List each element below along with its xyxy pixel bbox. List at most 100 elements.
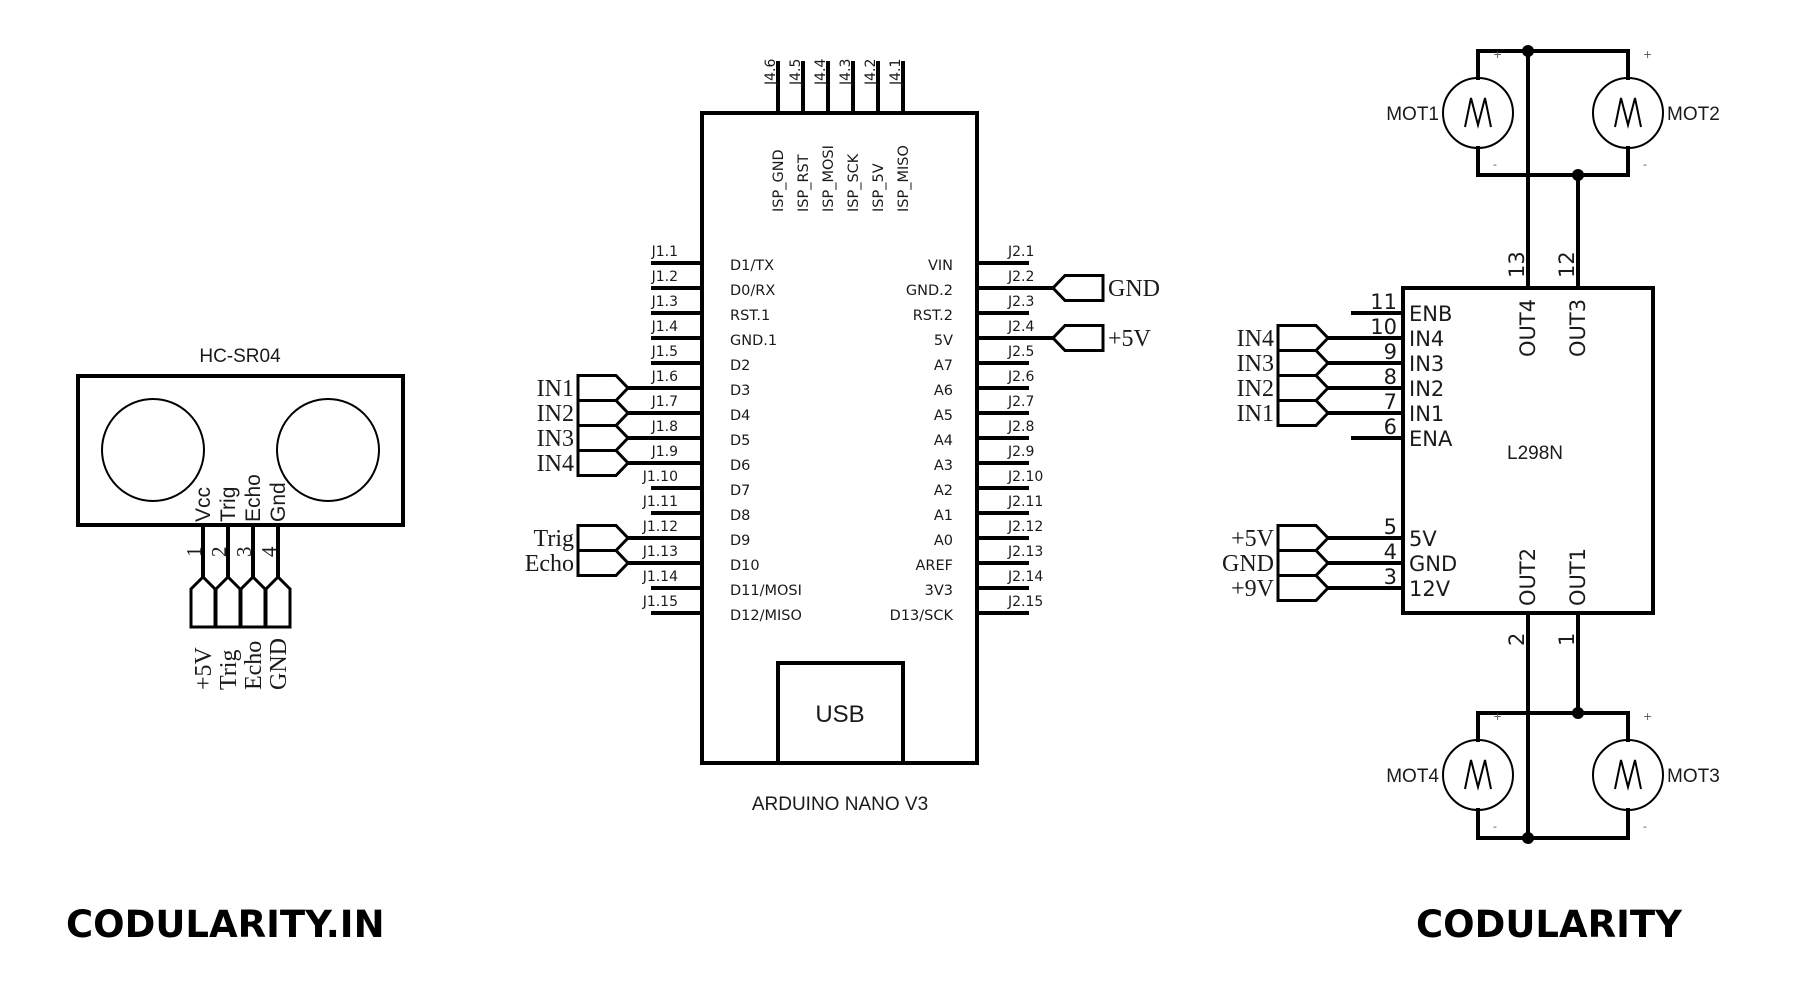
net-label-5v: +5V (191, 646, 217, 690)
motor-body (1592, 77, 1664, 149)
pin-name: IN2 (1409, 377, 1444, 401)
pin-name: IN1 (1409, 402, 1444, 426)
pin-name: 5V (1409, 527, 1437, 551)
hcsr04-pin-name-vcc: Vcc (192, 487, 215, 522)
pin-name: A2 (934, 483, 953, 499)
net-port-echo (239, 574, 267, 629)
motor-minus-mark: - (1493, 820, 1497, 833)
pin-name: OUT1 (1566, 548, 1590, 606)
pin-ref: J1.10 (642, 469, 678, 485)
net-label-in4-arduino: IN4 (537, 451, 574, 477)
pin-ref: J1.11 (642, 494, 678, 510)
hcsr04-pin-name-echo: Echo (242, 474, 265, 522)
pin-ref: J1.6 (651, 369, 678, 385)
pin-ref: J1.1 (651, 244, 678, 260)
pin-number: 5 (1384, 515, 1397, 539)
pin-number: 11 (1370, 290, 1397, 314)
pin-name: GND.1 (730, 333, 777, 349)
motor-minus-mark: - (1493, 158, 1497, 171)
motor-plus-mark: + (1493, 710, 1502, 723)
wire-mot-top-minus (1476, 146, 1630, 177)
net-label-5v-arduino: +5V (1108, 326, 1152, 352)
hcsr04-pin-name-gnd: Gnd (267, 482, 290, 522)
pin-number: 12 (1555, 251, 1579, 278)
motor-ref: MOT4 (1386, 766, 1439, 787)
net-label-in3-arduino: IN3 (537, 426, 574, 452)
hcsr04-title: HC-SR04 (199, 346, 281, 367)
wire-mot-bottom-minus (1476, 808, 1630, 840)
isp-pin-ref: J4.3 (838, 59, 854, 86)
junction-dot (1522, 45, 1534, 57)
net-port-trig-arduino (576, 524, 631, 552)
net-label-in1-arduino: IN1 (537, 376, 574, 402)
pin-ref: J2.2 (1007, 269, 1034, 285)
motor-mot3: +-MOT3 (1592, 710, 1720, 833)
pin-name: A6 (934, 383, 953, 399)
net-port-gnd-arduino (1050, 274, 1105, 302)
pin-ref: J2.12 (1007, 519, 1043, 535)
pin-ref: J2.11 (1007, 494, 1043, 510)
net-label-in2-arduino: IN2 (537, 401, 574, 427)
wire-mot-top-plus (1476, 49, 1630, 80)
pin-number: 8 (1384, 365, 1397, 389)
brand-right: CODULARITY (1416, 903, 1683, 946)
hcsr04-pin-number-2: 2 (207, 547, 231, 558)
pin-ref: J1.3 (651, 294, 678, 310)
motor-m-icon (1614, 97, 1642, 129)
net-port-trig (214, 574, 242, 629)
arduino-title: ARDUINO NANO V3 (752, 794, 928, 815)
pin-name: RST.1 (730, 308, 770, 324)
pin-name: D6 (730, 458, 750, 474)
pin-name: D7 (730, 483, 750, 499)
usb-label: USB (815, 701, 864, 728)
pin-name: A3 (934, 458, 953, 474)
arduino-left-pins: J1.1D1/TXJ1.2D0/RXJ1.3RST.1J1.4GND.1J1.5… (525, 244, 802, 624)
net-label-gnd-arduino: GND (1108, 276, 1160, 302)
junction-dot (1572, 169, 1584, 181)
motor-mot2: +-MOT2 (1592, 48, 1720, 171)
net-port-in2-l298n (1276, 374, 1331, 402)
pin-ref: J2.8 (1007, 419, 1034, 435)
motor-mot4: + - MOT4 (1386, 710, 1514, 833)
pin-name: D2 (730, 358, 750, 374)
isp-pin-ref: J4.4 (813, 59, 829, 86)
isp-pin-name: ISP_MISO (896, 145, 912, 212)
motor-wiring (1476, 45, 1630, 844)
motor-plus-mark: + (1643, 710, 1652, 723)
motor-body (1592, 739, 1664, 811)
net-port-in3-arduino (576, 424, 631, 452)
net-port-gnd-l298n (1276, 549, 1331, 577)
pin-name: A7 (934, 358, 953, 374)
hcsr04-component: HC-SR04 Vcc Trig Echo Gnd 1 2 3 4 +5V Tr… (76, 346, 405, 690)
net-label-echo: Echo (241, 641, 267, 690)
pin-name: VIN (928, 258, 953, 274)
net-label-in3-l298n: IN3 (1237, 351, 1274, 377)
isp-pin-name: ISP_GND (771, 149, 787, 212)
pin-number: 1 (1555, 633, 1579, 646)
pin-ref: J2.14 (1007, 569, 1043, 585)
pin-number: 13 (1505, 251, 1529, 278)
pin-name: D1/TX (730, 258, 774, 274)
pin-number: 3 (1384, 565, 1397, 589)
pin-ref: J1.2 (651, 269, 678, 285)
pin-ref: J2.1 (1007, 244, 1034, 260)
pin-name: OUT3 (1566, 299, 1590, 357)
motor-body (1442, 739, 1514, 811)
isp-pin-ref: J4.2 (863, 59, 879, 86)
pin-name: A0 (934, 533, 953, 549)
motor-ref: MOT2 (1667, 104, 1720, 125)
pin-ref: J2.5 (1007, 344, 1034, 360)
net-label-9v-l298n: +9V (1231, 576, 1275, 602)
pin-ref: J1.4 (651, 319, 678, 335)
hcsr04-pin-number-1: 1 (182, 547, 206, 558)
isp-pin-name: ISP_RST (796, 154, 812, 212)
pin-name: IN3 (1409, 352, 1444, 376)
net-port-in2-arduino (576, 399, 631, 427)
pin-ref: J2.10 (1007, 469, 1043, 485)
net-port-5v-l298n (1276, 524, 1331, 552)
junction-dot (1522, 832, 1534, 844)
net-label-gnd: GND (266, 638, 292, 690)
net-port-in3-l298n (1276, 349, 1331, 377)
